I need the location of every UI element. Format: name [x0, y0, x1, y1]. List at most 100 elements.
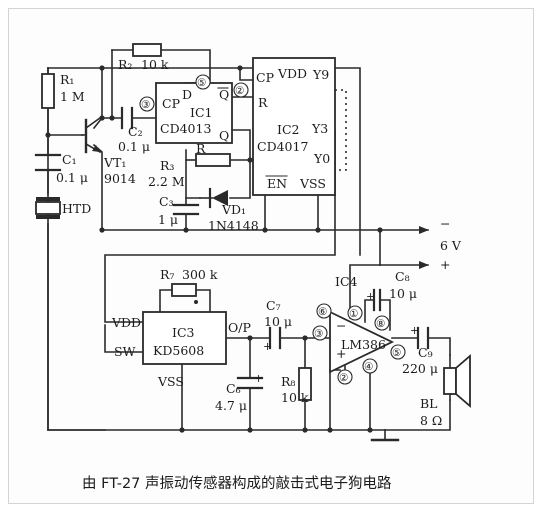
c9-ref: C₉	[418, 345, 433, 360]
pin-5-ic1: ⑤	[197, 77, 207, 89]
speaker-bl	[443, 354, 471, 408]
ic1-name: IC1	[190, 105, 212, 120]
pin-4-ic4: ④	[364, 361, 374, 373]
ic4-minus: −	[336, 318, 346, 333]
wiring	[47, 49, 451, 442]
capacitor-c8	[372, 288, 382, 312]
c3-value: 1 μ	[158, 212, 178, 227]
sensor-htd	[35, 197, 61, 219]
capacitor-c7	[268, 326, 282, 350]
transistor-vt1	[81, 116, 102, 154]
c7-ref: C₇	[266, 298, 281, 313]
resistor-r1	[41, 73, 55, 109]
r8-value: 10 k	[281, 390, 309, 405]
ic2-pin-cp: CP	[256, 70, 274, 85]
c1-ref: C₁	[62, 152, 77, 167]
r3-value: 2.2 M	[148, 174, 185, 189]
r7-ref: R₇	[160, 267, 174, 282]
ic1-part: CD4013	[160, 121, 211, 136]
capacitor-c3	[172, 203, 200, 216]
capacitor-c1	[34, 153, 62, 172]
c8-ref: C₈	[395, 269, 410, 284]
ic1-pin-d: D	[182, 87, 192, 102]
ic3-part: KD5608	[153, 343, 204, 358]
c6-value: 4.7 μ	[215, 398, 247, 413]
ic2-cd4017	[252, 57, 336, 196]
capacitor-c6	[236, 376, 264, 390]
c7-value: 10 μ	[264, 314, 292, 329]
capacitor-c2	[120, 106, 134, 130]
c2-value: 0.1 μ	[118, 139, 150, 154]
resistor-r7	[171, 283, 197, 297]
ic2-pin-r: R	[258, 95, 268, 110]
ic2-name: IC2	[277, 122, 299, 137]
power-minus: −	[440, 216, 450, 231]
resistor-r8	[298, 367, 312, 401]
r8-ref: R₈	[281, 374, 295, 389]
ic3-pin-vdd: VDD	[111, 315, 141, 330]
ic2-pin-y9: Y9	[312, 67, 329, 82]
ic2-pin-vdd: VDD	[277, 66, 307, 81]
bl-value: 8 Ω	[420, 413, 442, 428]
bl-ref: BL	[420, 396, 438, 411]
c6-ref: C₆	[226, 381, 241, 396]
ic1-pin-r: R	[196, 141, 206, 156]
labels: R₁ 1 M R₂ 10 k C₁ 0.1 μ HTD VT₁ 9014 C₂ …	[56, 57, 462, 492]
ic3-pin-op: O/P	[228, 320, 251, 335]
r2-value: 10 k	[141, 57, 169, 72]
htd-ref: HTD	[62, 201, 91, 216]
ic1-pin-qbar: Q	[219, 87, 229, 102]
pin-1-ic4: ①	[349, 308, 359, 320]
diode-vd1	[199, 187, 228, 209]
ic4-lm386	[329, 310, 395, 374]
vd1-ref: VD₁	[221, 202, 246, 217]
ic3-kd5608	[142, 311, 227, 365]
r2-ref: R₂	[118, 57, 132, 72]
r7-value: 300 k	[182, 267, 218, 282]
r1-value: 1 M	[60, 89, 85, 104]
ic1-pin-q: Q	[219, 128, 229, 143]
svg-text:+: +	[366, 290, 375, 303]
ic2-part: CD4017	[257, 139, 308, 154]
c2-ref: C₂	[128, 124, 143, 139]
ic4-part: LM386	[341, 337, 386, 352]
r1-ref: R₁	[60, 72, 74, 87]
ic3-pin-vss: VSS	[157, 374, 184, 389]
c9-value: 220 μ	[402, 361, 438, 376]
resistor-r2	[132, 43, 162, 57]
ic4-plus: +	[336, 346, 346, 361]
power-voltage: 6 V	[440, 238, 462, 253]
pin-number-circles	[139, 74, 406, 385]
vt1-value: 9014	[104, 171, 136, 186]
diagram-caption: 由 FT-27 声振动传感器构成的敲击式电子狗电路	[82, 474, 392, 492]
svg-text:+: +	[263, 340, 272, 353]
r3-ref: R₃	[160, 158, 174, 173]
svg-text:+: +	[410, 324, 419, 337]
pin-2-ic1: ②	[235, 85, 245, 97]
ic1-cd4013	[155, 82, 233, 144]
vt1-ref: VT₁	[103, 155, 126, 170]
pin-3-ic4: ③	[314, 328, 324, 340]
ic2-pin-en: EN	[267, 176, 287, 191]
ic2-pin-vss: VSS	[299, 176, 326, 191]
svg-text:+: +	[254, 372, 263, 385]
ic1-pin-cp: CP	[162, 96, 180, 111]
pin-6-ic4: ⑥	[318, 306, 328, 318]
pin-3-ic1: ③	[141, 99, 151, 111]
resistor-r3	[195, 153, 231, 167]
pin-5-ic4: ⑤	[392, 347, 402, 359]
pin-2-ic4: ②	[339, 372, 349, 384]
pin-8-ic4: ⑧	[376, 318, 386, 330]
power-plus: +	[440, 257, 450, 272]
ic4-name: IC4	[335, 274, 358, 289]
capacitor-c9	[416, 326, 430, 350]
c8-value: 10 μ	[389, 286, 417, 301]
ic3-pin-sw: SW	[114, 344, 136, 359]
vd1-value: 1N4148	[208, 218, 259, 233]
ic3-name: IC3	[172, 325, 195, 340]
c3-ref: C₃	[159, 194, 174, 209]
c1-value: 0.1 μ	[56, 170, 88, 185]
ic2-pin-y0: Y0	[313, 151, 330, 166]
ic2-pin-y3: Y3	[311, 121, 328, 136]
